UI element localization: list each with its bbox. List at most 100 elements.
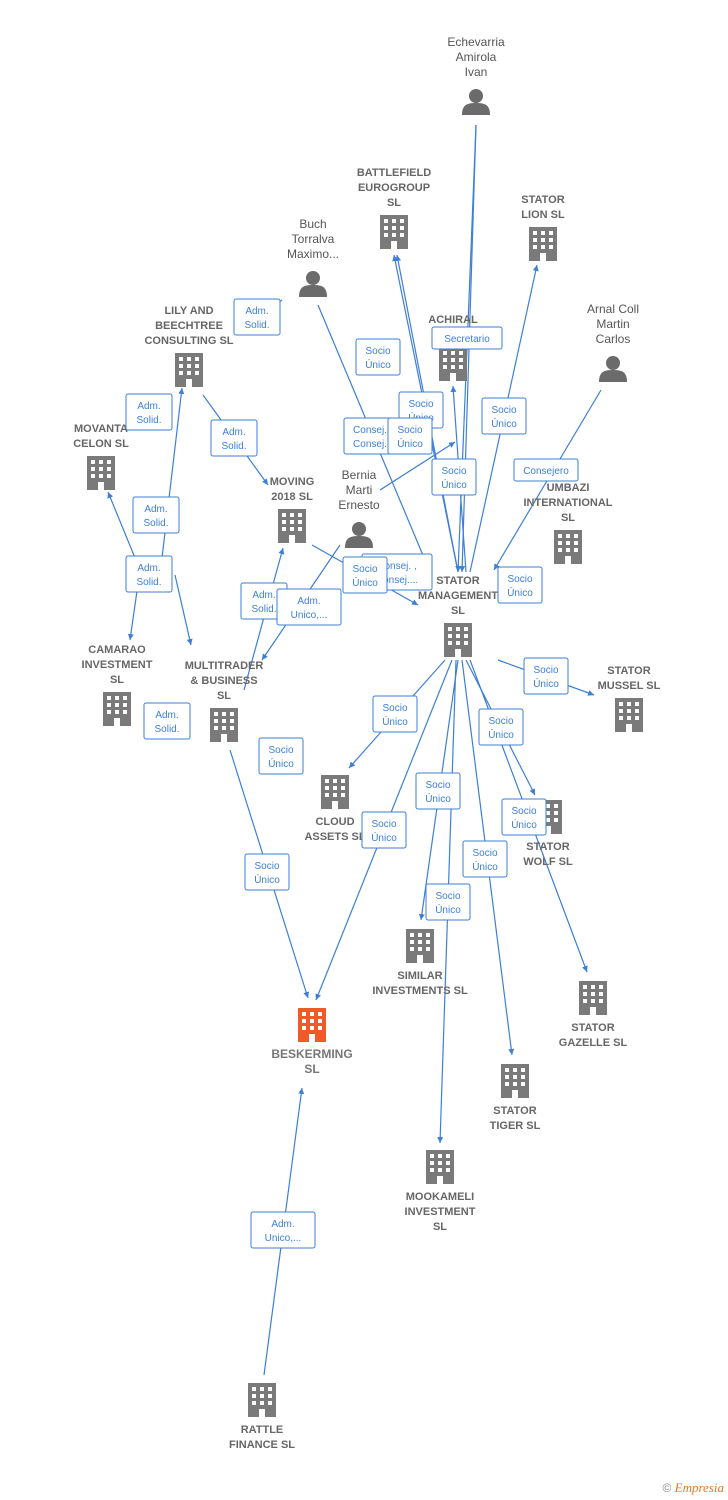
edge-label-box <box>501 798 547 836</box>
edge-label-e-lily-adm2[interactable]: Adm.Solid. <box>132 496 180 534</box>
edge-label-text: Adm. <box>271 1219 294 1230</box>
node-label: INVESTMENTS SL <box>372 985 468 997</box>
edge-label-text: Solid. <box>143 518 168 529</box>
person-icon <box>299 271 327 297</box>
edge-label-e-camarao-adm[interactable]: Adm. Solid. <box>125 555 173 593</box>
edge-label-text: Consej. <box>353 439 387 450</box>
edge-label-text: Socio <box>371 819 396 830</box>
edge-label-text: Único <box>488 728 514 741</box>
edge-label-e-rattle-adm[interactable]: Adm.Unico,... <box>250 1211 316 1249</box>
edge-label-text: Socio <box>352 564 377 575</box>
node-label: STATOR <box>521 194 564 206</box>
edge-label-e-secretario[interactable]: Secretario <box>431 326 503 350</box>
building-icon <box>103 692 131 726</box>
building-icon <box>87 456 115 490</box>
edge-label-e-lily-adm[interactable]: Adm.Solid. <box>233 298 281 336</box>
edge-label-text: Socio <box>365 346 390 357</box>
node-label: BATTLEFIELD <box>357 167 431 179</box>
node-label: CLOUD <box>315 816 354 828</box>
relationship-edge <box>159 387 185 576</box>
edge-label-box <box>478 708 524 746</box>
edge-label-text: Consej.... <box>376 575 418 586</box>
node-label: CONSULTING SL <box>144 335 233 347</box>
node-label: MUSSEL SL <box>598 680 661 692</box>
node-label: STATOR <box>436 575 479 587</box>
node-label: 2018 SL <box>271 491 313 503</box>
edge-label-box <box>425 883 471 921</box>
building-icon <box>298 1008 326 1042</box>
edge-label-e-multi-adm[interactable]: Adm.Solid. <box>240 582 288 620</box>
edge-label-e-consejero[interactable]: Consejero <box>513 458 579 482</box>
edge-label-box <box>244 853 290 891</box>
company-node-moving[interactable]: MOVING 2018 SL <box>270 476 315 543</box>
edge-label-e-multi-admunico[interactable]: Adm.Unico,... <box>276 588 342 626</box>
edge-label-text: Socio <box>425 780 450 791</box>
node-label: Marti <box>346 483 373 497</box>
edge-label-box <box>125 393 173 431</box>
footer-brand[interactable]: © Empresia <box>662 1480 724 1496</box>
edge-label-text: Solid. <box>136 577 161 588</box>
building-icon <box>175 353 203 387</box>
edge-label-text: Secretario <box>444 334 490 345</box>
node-label: MOVING <box>270 476 315 488</box>
node-label: MULTITRADER <box>185 660 264 672</box>
edge-label-text: Adm. <box>137 563 160 574</box>
node-label: TIGER SL <box>490 1120 541 1132</box>
person-node-buch[interactable]: BuchTorralvaMaximo... <box>287 217 339 297</box>
edge-label-text: Único <box>472 860 498 873</box>
node-label: GAZELLE SL <box>559 1037 628 1049</box>
edge-label-text: Socio <box>254 861 279 872</box>
building-icon <box>210 708 238 742</box>
building-icon <box>439 347 467 381</box>
edge-label-e-moving-adm[interactable]: Adm.Solid. <box>210 419 258 457</box>
node-label: SL <box>433 1221 447 1233</box>
person-icon <box>599 356 627 382</box>
relationship-edge <box>174 574 193 646</box>
node-label: Carlos <box>596 332 631 346</box>
edge-label-text: Solid. <box>244 320 269 331</box>
edge-label-e-movanta-adm[interactable]: Adm.Solid. <box>125 393 173 431</box>
edge-label-box <box>481 397 527 435</box>
edge-label-text: Consej. , <box>377 561 416 572</box>
edge-label-text: Único <box>254 873 280 886</box>
node-label: Torralva <box>292 232 335 246</box>
edge-label-box <box>497 566 543 604</box>
edge-label-e-multi-adm2[interactable]: Adm.Solid. <box>143 702 191 740</box>
